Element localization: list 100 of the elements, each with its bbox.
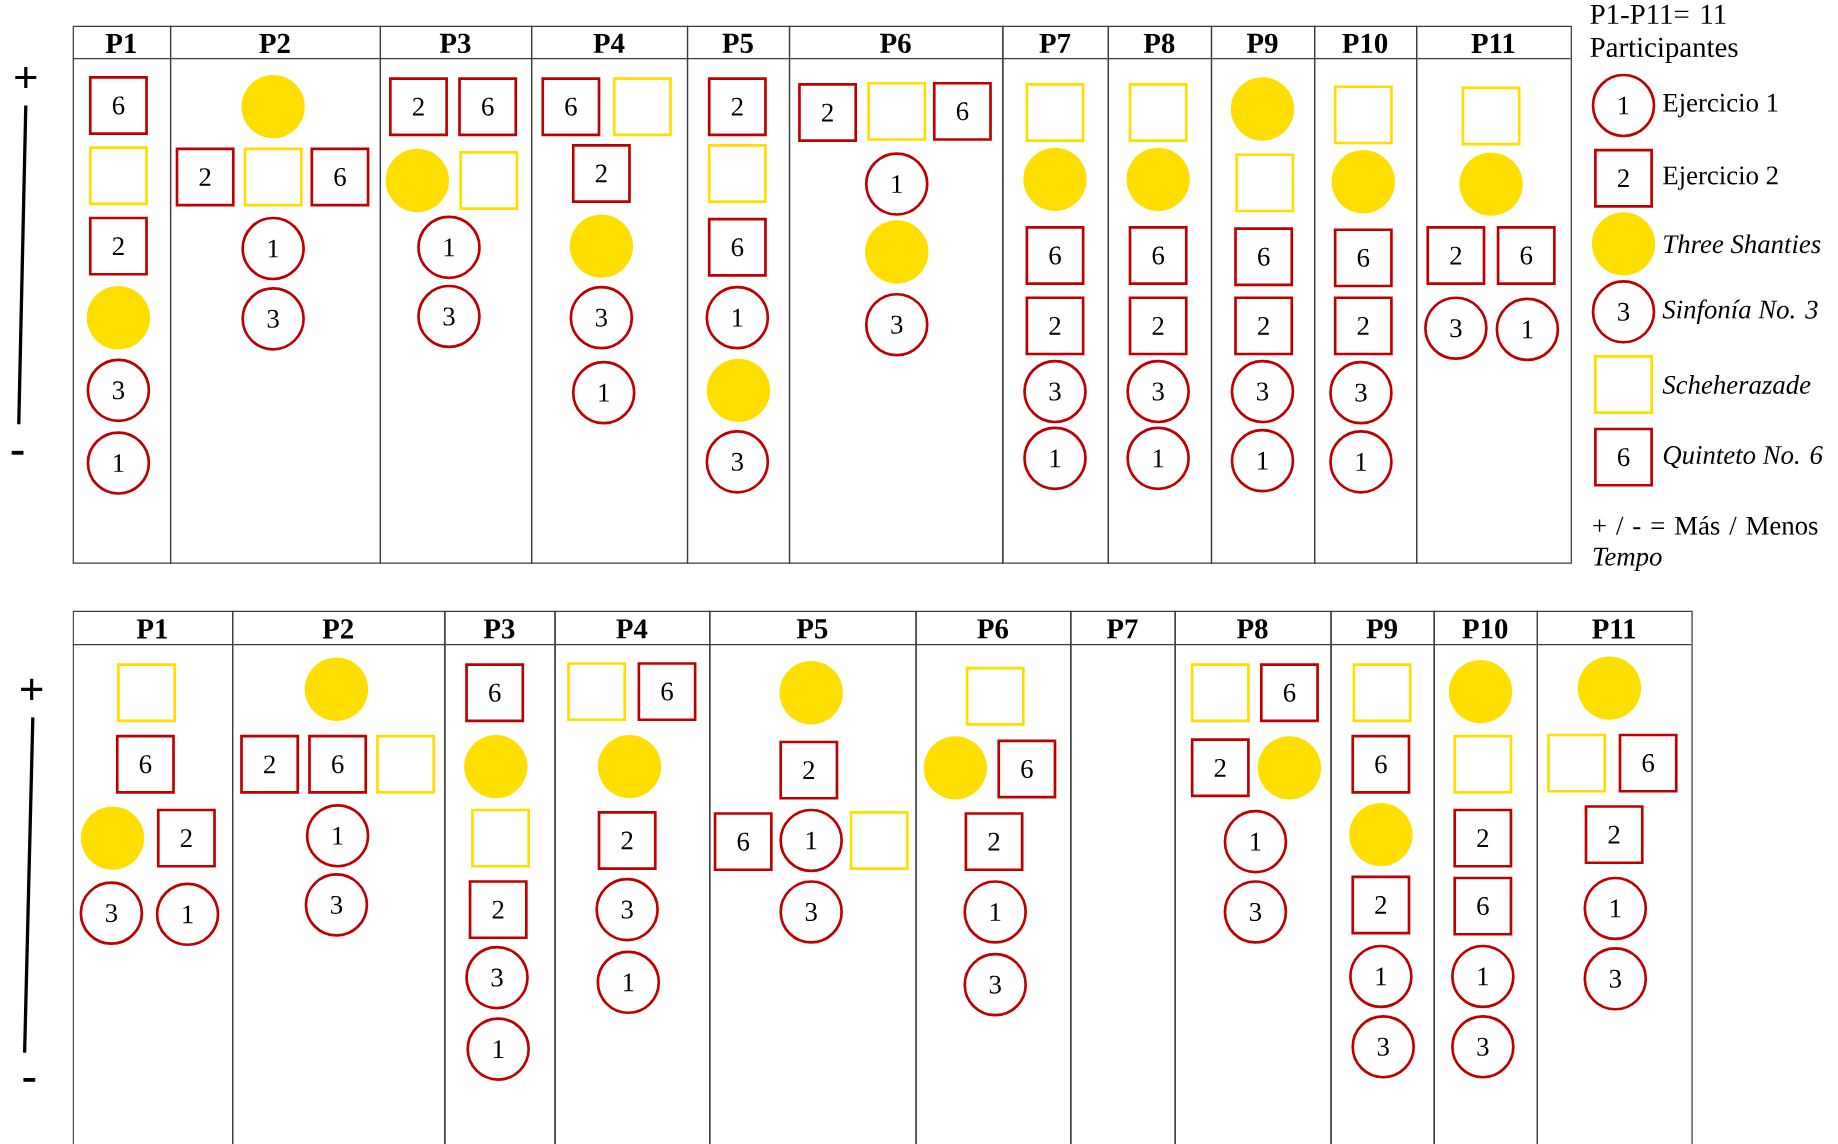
- numbered-square: 6: [541, 77, 601, 137]
- filled-circle: [86, 286, 151, 350]
- column-header: P10: [1342, 33, 1388, 54]
- table-column: [1210, 25, 1316, 564]
- column-header: P2: [322, 619, 353, 639]
- numbered-square: 6: [1128, 226, 1188, 285]
- filled-circle: [464, 734, 528, 799]
- empty-square: [471, 808, 530, 868]
- table-column: [1107, 25, 1213, 564]
- filled-circle: [865, 220, 929, 284]
- empty-square: [965, 666, 1025, 726]
- numbered-square: 2: [798, 83, 858, 142]
- tempo-sign: -: [11, 450, 24, 455]
- column-header: P7: [1106, 619, 1138, 639]
- numbered-square: 2: [1453, 808, 1513, 868]
- numbered-square: 2: [571, 144, 631, 203]
- column-header: P3: [483, 619, 515, 639]
- legend-text: Quinteto No. 6: [1663, 446, 1823, 469]
- empty-square: [117, 663, 176, 723]
- table-column: [169, 25, 381, 564]
- numbered-square: 6: [637, 662, 697, 722]
- table-column: [1001, 25, 1109, 564]
- column-header: P1: [136, 619, 167, 639]
- numbered-square: 6: [88, 76, 148, 135]
- column-header: P9: [1246, 33, 1278, 54]
- column-header: P11: [1592, 619, 1636, 639]
- numbered-square: 6: [458, 77, 518, 137]
- column-header: P4: [616, 619, 648, 639]
- filled-circle: [1349, 802, 1413, 867]
- column-header: P5: [722, 33, 753, 53]
- numbered-square: 2: [707, 77, 767, 137]
- column-header: P2: [259, 33, 290, 53]
- filled-circle: [1023, 147, 1087, 211]
- filled-circle: [80, 806, 145, 870]
- table-column: [379, 25, 533, 564]
- empty-square: [612, 77, 672, 137]
- filled-circle: [1577, 656, 1642, 720]
- column-header: P9: [1366, 619, 1397, 639]
- column-header: P10: [1462, 619, 1508, 639]
- empty-square: [243, 147, 303, 207]
- legend-text: Scheherazade: [1662, 375, 1811, 394]
- numbered-square: 6: [1351, 734, 1411, 794]
- column-header: P1: [105, 33, 136, 53]
- numbered-square: 6: [1333, 228, 1393, 288]
- numbered-square: 2: [1351, 875, 1411, 935]
- column-header: P8: [1236, 619, 1268, 639]
- table-column: [686, 25, 791, 564]
- filled-circle: [923, 736, 987, 800]
- empty-square: [1333, 85, 1393, 145]
- filled-circle: [385, 148, 449, 213]
- filled-circle: [1448, 659, 1513, 724]
- numbered-square: 6: [997, 739, 1057, 799]
- empty-square: [849, 811, 909, 870]
- numbered-square: 2: [1025, 296, 1085, 356]
- numbered-square: 6: [932, 81, 992, 141]
- empty-square: [1235, 153, 1295, 213]
- table-column: [1313, 25, 1418, 564]
- numbered-square: 6: [1025, 226, 1085, 285]
- numbered-square: 6: [465, 663, 525, 723]
- numbered-square: 2: [1333, 296, 1393, 356]
- empty-square: [867, 81, 927, 141]
- note-text: + / - = Más / Menos Tempo: [1593, 515, 1818, 572]
- numbered-square: 2: [156, 808, 216, 868]
- filled-circle: [779, 661, 843, 725]
- empty-square: [1352, 663, 1412, 723]
- numbered-square: 2: [175, 147, 235, 207]
- filled-circle: [1126, 147, 1190, 211]
- filled-circle: [1230, 77, 1295, 141]
- filled-circle: [706, 358, 771, 422]
- numbered-square: 6: [1234, 227, 1294, 287]
- empty-square: [1461, 86, 1521, 146]
- column-header: P4: [593, 33, 625, 53]
- numbered-square: 2: [964, 812, 1024, 872]
- table-column: [72, 610, 234, 1144]
- empty-square: [1190, 663, 1250, 723]
- filled-circle: [1459, 152, 1523, 216]
- table-column: [914, 610, 1072, 1144]
- empty-square: [376, 734, 436, 794]
- numbered-square: 6: [1618, 733, 1678, 793]
- table-column: [1069, 610, 1176, 1144]
- filled-circle: [241, 75, 305, 139]
- column-header: P11: [1471, 33, 1515, 53]
- numbered-square: 2: [240, 734, 300, 794]
- table-column: [530, 25, 689, 564]
- empty-square: [707, 144, 767, 203]
- numbered-square: 2: [779, 740, 839, 800]
- table-column: [443, 610, 556, 1144]
- tempo-sign: -: [23, 1077, 36, 1082]
- filled-circle: [1257, 736, 1322, 800]
- filled-circle: [304, 657, 369, 721]
- column-header: P6: [880, 33, 911, 54]
- numbered-square: 6: [707, 217, 767, 277]
- note-text: P1-P11= 11 Participantes: [1590, 4, 1738, 63]
- legend-text: Ejercicio 2: [1663, 166, 1778, 190]
- numbered-square: 6: [1453, 876, 1513, 936]
- numbered-square: 2: [389, 77, 448, 137]
- numbered-square: 2: [468, 880, 528, 940]
- empty-square: [1128, 83, 1188, 142]
- numbered-square: 6: [713, 812, 773, 872]
- numbered-square: 2: [1190, 738, 1250, 798]
